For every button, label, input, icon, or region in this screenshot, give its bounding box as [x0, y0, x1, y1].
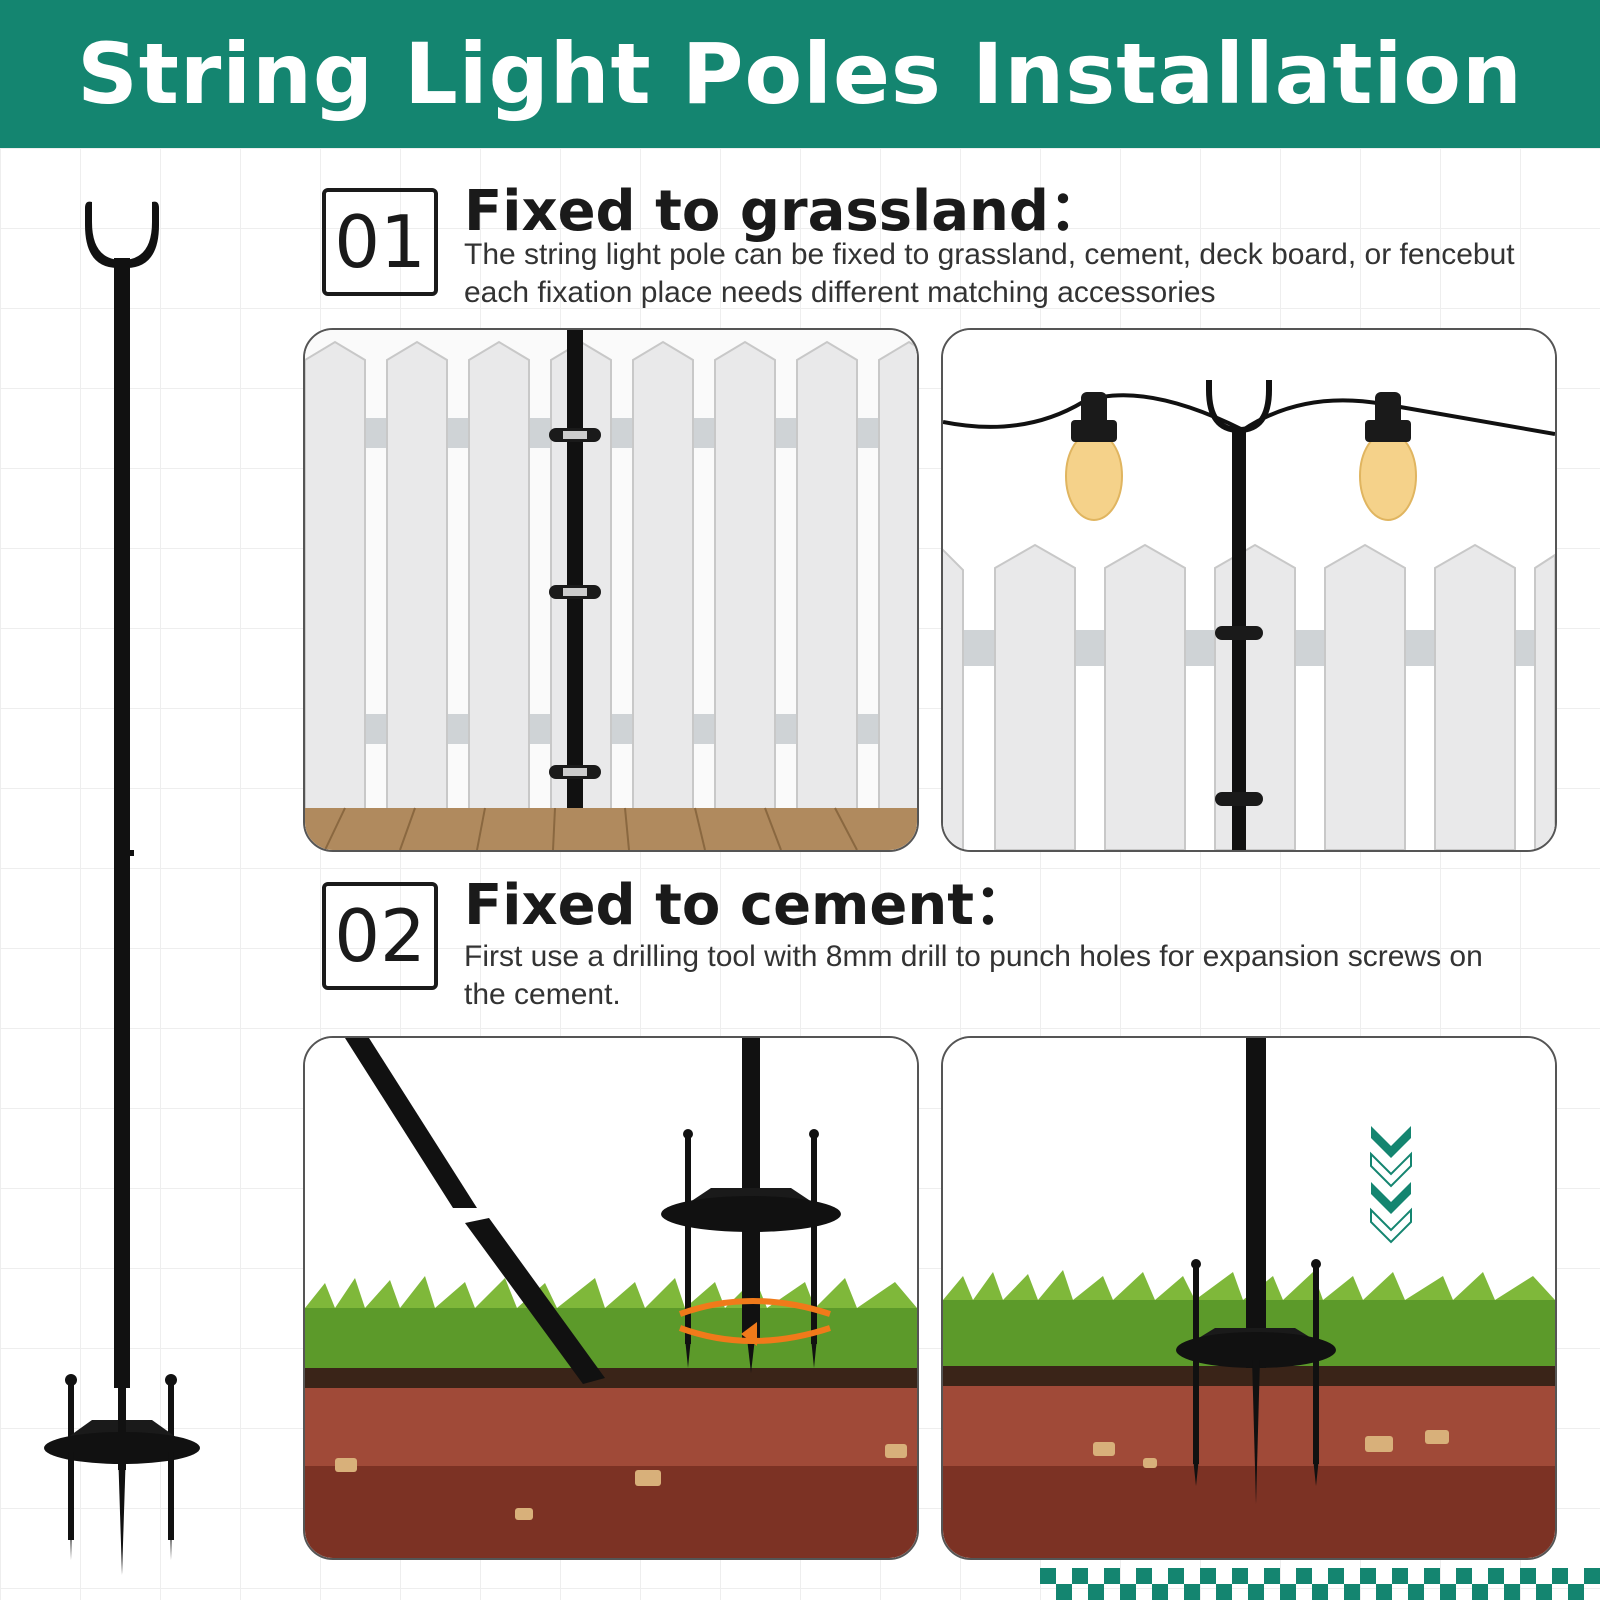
header-banner: String Light Poles Installation: [0, 0, 1600, 148]
rotate-arrow-icon: [678, 1298, 831, 1346]
step-title: Fixed to grassland：: [464, 179, 1105, 244]
step-title: Fixed to cement：: [464, 873, 1031, 938]
light-bulb-icon: [1065, 392, 1123, 521]
checker-decoration: [1040, 1568, 1600, 1600]
assembly-ground-photo: [303, 1036, 919, 1560]
step-description: The string light pole can be fixed to gr…: [464, 238, 1515, 309]
light-bulb-icon: [1359, 392, 1417, 521]
fence-pole-photo: [303, 328, 919, 852]
pole-with-stake-icon: [44, 201, 200, 1575]
step-description: First use a drilling tool with 8mm drill…: [464, 940, 1483, 1011]
pole-inserted-photo: [941, 1036, 1557, 1560]
chevron-down-icon: [1370, 1126, 1412, 1244]
string-lights-photo: [941, 328, 1557, 852]
step-number-badge: 02: [322, 882, 438, 990]
step-number-badge: 01: [322, 188, 438, 296]
page-title: String Light Poles Installation: [77, 25, 1523, 123]
